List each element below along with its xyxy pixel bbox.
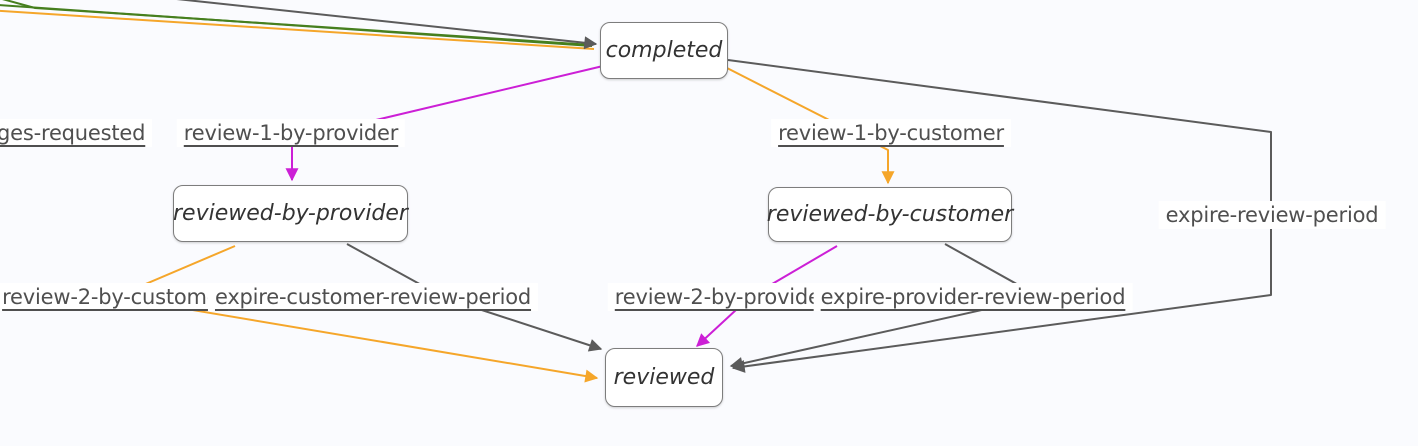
transition-label-review-2-by-customer[interactable]: review-2-by-customer: [0, 283, 235, 311]
state-node-reviewed-by-provider[interactable]: reviewed-by-provider: [173, 185, 408, 242]
edge-review-2-by-customer: [114, 245, 599, 383]
transition-label-expire-provider-review-period[interactable]: expire-provider-review-period: [813, 283, 1133, 311]
transition-label-changes-requested[interactable]: ges-requested: [0, 119, 153, 147]
edge-incoming-green-2: [0, 4, 593, 47]
edge-incoming-orange: [0, 9, 595, 50]
transition-label-review-2-by-provider[interactable]: review-2-by-provider: [607, 283, 837, 311]
state-node-completed[interactable]: completed: [600, 22, 728, 79]
transition-label-expire-customer-review-period[interactable]: expire-customer-review-period: [207, 283, 539, 311]
edge-incoming-grey: [176, 0, 598, 50]
edge-incoming-green-1: [2, 0, 593, 46]
edge-review-1-by-customer: [726, 67, 895, 185]
transition-label-expire-review-period[interactable]: expire-review-period: [1158, 201, 1386, 229]
transition-label-review-1-by-provider[interactable]: review-1-by-provider: [176, 119, 406, 147]
state-node-reviewed-by-customer[interactable]: reviewed-by-customer: [767, 187, 1013, 242]
state-node-reviewed[interactable]: reviewed: [605, 348, 723, 407]
transition-label-review-1-by-customer[interactable]: review-1-by-customer: [771, 119, 1011, 147]
